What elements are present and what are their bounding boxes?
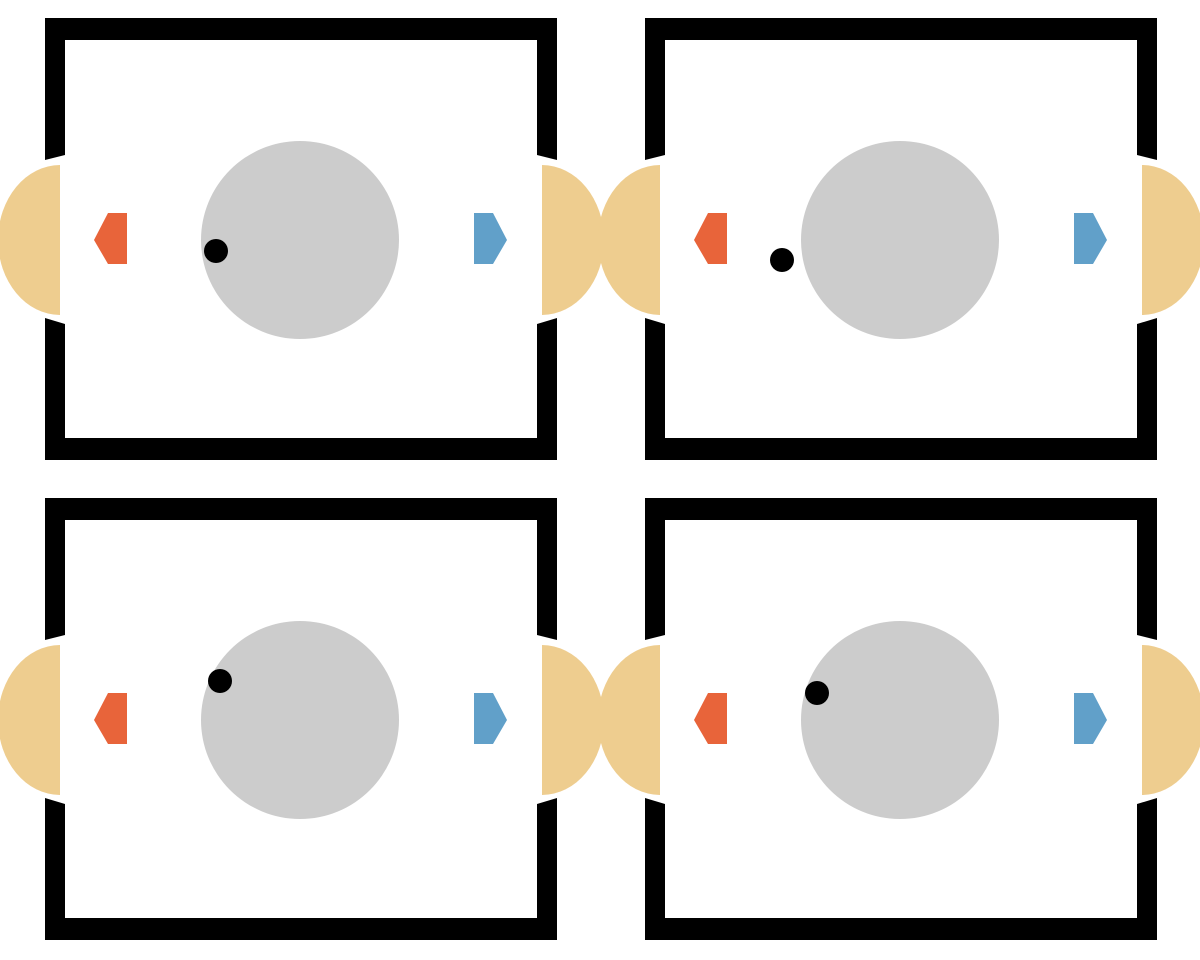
door-left	[0, 165, 60, 315]
red-marker-icon	[694, 213, 727, 264]
wall-bottom	[645, 798, 1157, 940]
blue-marker-icon	[1074, 213, 1107, 264]
door-left	[0, 645, 60, 795]
room-panel	[598, 498, 1200, 940]
blue-marker-icon	[1074, 693, 1107, 744]
agent-dot-icon	[770, 248, 794, 272]
table-circle	[801, 141, 999, 339]
door-right	[542, 645, 604, 795]
wall-top	[645, 18, 1157, 160]
wall-top	[645, 498, 1157, 640]
table-circle	[201, 621, 399, 819]
door-right	[542, 165, 604, 315]
door-right	[1142, 645, 1200, 795]
agent-dot-icon	[204, 239, 228, 263]
wall-bottom	[45, 318, 557, 460]
wall-top	[45, 18, 557, 160]
red-marker-icon	[94, 693, 127, 744]
agent-dot-icon	[208, 669, 232, 693]
wall-top	[45, 498, 557, 640]
door-left	[598, 645, 660, 795]
agent-dot-icon	[805, 681, 829, 705]
blue-marker-icon	[474, 213, 507, 264]
door-left	[598, 165, 660, 315]
table-circle	[801, 621, 999, 819]
table-circle	[201, 141, 399, 339]
room-panel	[0, 498, 604, 940]
red-marker-icon	[94, 213, 127, 264]
room-panel	[598, 18, 1200, 460]
red-marker-icon	[694, 693, 727, 744]
door-right	[1142, 165, 1200, 315]
wall-bottom	[645, 318, 1157, 460]
room-panel	[0, 18, 604, 460]
blue-marker-icon	[474, 693, 507, 744]
wall-bottom	[45, 798, 557, 940]
